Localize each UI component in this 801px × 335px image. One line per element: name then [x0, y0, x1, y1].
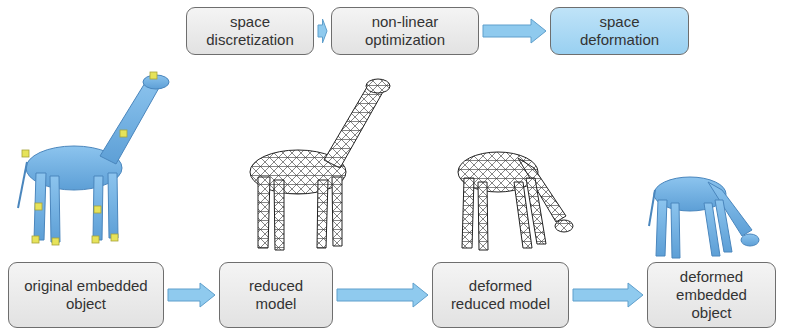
reduced-mesh [250, 79, 390, 250]
box-label: deformed reduced model [441, 277, 560, 313]
deformed-giraffe [649, 177, 759, 258]
process-box: non-linear optimization [331, 7, 479, 55]
block-arrow [168, 283, 215, 307]
process-box: deformed embedded object [647, 262, 776, 328]
process-box: space deformation [550, 7, 689, 55]
process-box: deformed reduced model [432, 262, 569, 328]
process-box: original embedded object [8, 262, 164, 328]
box-label: original embedded object [17, 277, 155, 313]
original-giraffe [18, 72, 169, 245]
box-label: space deformation [559, 13, 680, 49]
box-label: deformed embedded object [656, 268, 767, 322]
block-arrow [318, 19, 327, 43]
box-label: space discretization [195, 13, 305, 49]
process-box: space discretization [186, 7, 314, 55]
deformed-mesh [458, 152, 573, 250]
block-arrow [573, 283, 643, 307]
process-box: reduced model [219, 262, 333, 328]
block-arrow [337, 283, 428, 307]
box-label: non-linear optimization [340, 13, 470, 49]
block-arrow [483, 19, 546, 43]
box-label: reduced model [228, 277, 324, 313]
